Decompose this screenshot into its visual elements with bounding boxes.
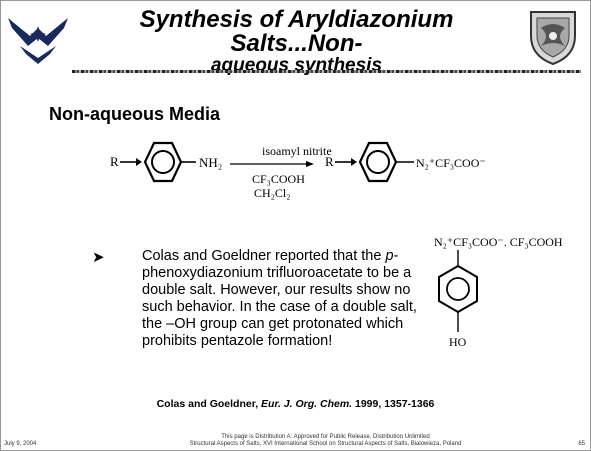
section-title: Non-aqueous Media [49,104,221,124]
citation: Colas and Goeldner, Eur. J. Org. Chem. 1… [0,398,591,410]
footer-line-2: Structural Aspects of Salts, XVI Interna… [189,441,462,447]
bullet-text-start: Colas and Goeldner reported that the [142,248,386,264]
slide-title: Synthesis of Aryldiazonium Salts...Non- … [74,6,519,76]
reagent-ch2cl2: CH₂Cl₂ [254,186,290,200]
bullet-text-end: -phenoxydiazonium trifluoroacetate to be… [142,248,417,349]
citation-authors: Colas and Goeldner, [156,398,262,410]
reactant-amine-label: NH₂ [199,155,222,170]
bullet-paragraph: Colas and Goeldner reported that the p-p… [142,248,437,350]
side-structure-hydroxyl-label: HO [449,335,467,349]
header-divider [72,70,581,73]
afrl-crest-logo [530,11,576,66]
citation-journal: Eur. J. Org. Chem. [261,398,353,410]
footer-distribution-note: This page is Distribution A: Approved fo… [100,434,551,448]
hydroxy-diazonium-structure: N₂⁺CF₃COO⁻. CF₃COOH HO [434,235,563,349]
reactant-benzene-ring [143,141,183,183]
reagent-isoamyl-nitrite: isoamyl nitrite [262,144,332,158]
side-structure-top-label: N₂⁺CF₃COO⁻. CF₃COOH [434,235,563,249]
footer-date: July 9, 2004 [4,441,37,447]
reagent-cf3cooh: CF₃COOH [252,172,305,186]
side-benzene-ring [438,264,478,314]
citation-details: 1999, 1357-1366 [352,398,435,410]
footer-line-1: This page is Distribution A: Approved fo… [221,434,430,440]
slide-header: Synthesis of Aryldiazonium Salts...Non- … [0,0,591,76]
reactant-r-label: R [110,154,119,169]
air-force-wings-logo [8,18,68,64]
page-number: 65 [578,441,585,447]
bullet-text-italic: p [385,248,394,264]
reaction-scheme: R NH₂ isoamyl nitrite CF₃COOH CH₂Cl₂ R N… [110,141,486,200]
product-benzene-ring [358,141,398,183]
product-r-label: R [325,154,334,169]
title-line-1: Synthesis of Aryldiazonium Salts...Non- [139,6,454,57]
bullet-marker: ➤ [92,249,105,266]
product-diazonium-label: N₂⁺CF₃COO⁻ [416,156,486,170]
